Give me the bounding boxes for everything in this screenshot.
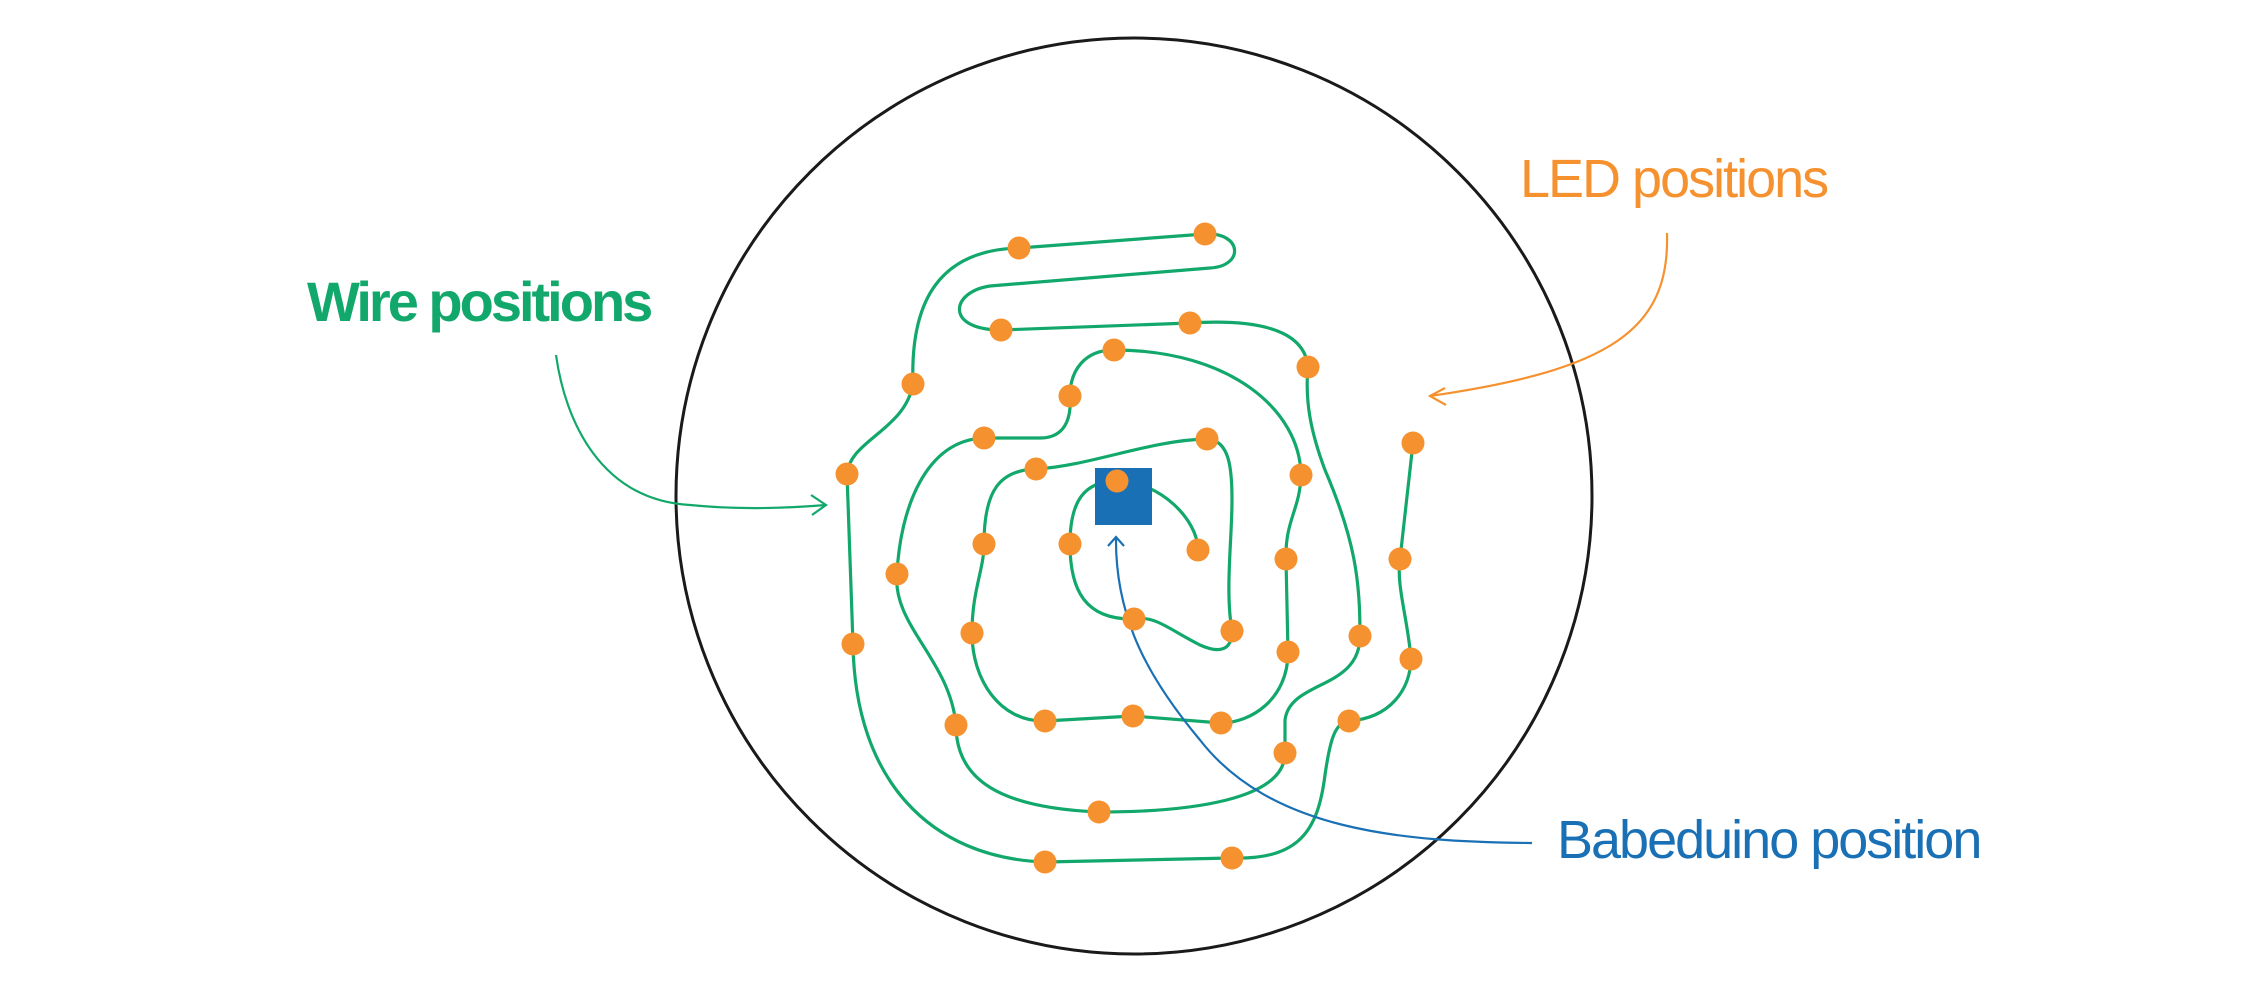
wire-annotation-arrow: [554, 354, 827, 510]
babeduino-position-label: Babeduino position: [1557, 810, 1982, 870]
wire-positions-label: Wire positions: [307, 270, 653, 333]
led-marker: [1058, 384, 1082, 408]
led-marker: [1399, 647, 1423, 671]
led-marker: [1007, 236, 1031, 260]
led-marker: [1220, 619, 1244, 643]
led-marker: [1401, 431, 1425, 455]
led-marker: [1296, 355, 1320, 379]
led-marker: [1033, 709, 1057, 733]
led-annotation-arrow: [1429, 232, 1669, 398]
led-marker: [885, 562, 909, 586]
led-arrowhead-icon: [1427, 387, 1447, 406]
led-marker: [1024, 457, 1048, 481]
led-marker: [1105, 469, 1129, 493]
led-marker: [1102, 338, 1126, 362]
led-marker: [1195, 427, 1219, 451]
led-marker: [972, 426, 996, 450]
led-marker: [1388, 547, 1412, 571]
led-marker: [972, 532, 996, 556]
led-marker: [835, 462, 859, 486]
led-positions-label: LED positions: [1520, 149, 1829, 209]
board-annotation-arrow: [1114, 536, 1533, 845]
led-marker: [1220, 846, 1244, 870]
led-marker: [1289, 463, 1313, 487]
led-marker: [1121, 704, 1145, 728]
led-marker: [1337, 709, 1361, 733]
led-marker: [1058, 532, 1082, 556]
led-marker: [1348, 624, 1372, 648]
led-marker: [1274, 547, 1298, 571]
led-marker: [989, 318, 1013, 342]
led-marker: [1087, 800, 1111, 824]
wire-arrowhead-icon: [810, 494, 828, 516]
led-marker: [1276, 640, 1300, 664]
board-arrowhead-icon: [1107, 535, 1125, 547]
led-marker: [1033, 850, 1057, 874]
led-marker: [1122, 607, 1146, 631]
led-marker: [1193, 222, 1217, 246]
led-marker: [960, 621, 984, 645]
led-marker: [841, 632, 865, 656]
led-marker: [944, 713, 968, 737]
led-marker: [1186, 538, 1210, 562]
led-marker: [1178, 311, 1202, 335]
enclosure-outline: [674, 36, 1594, 956]
wire-path: [845, 232, 1415, 864]
led-marker: [901, 372, 925, 396]
led-group: [835, 222, 1425, 874]
led-marker: [1273, 741, 1297, 765]
led-marker: [1209, 711, 1233, 735]
